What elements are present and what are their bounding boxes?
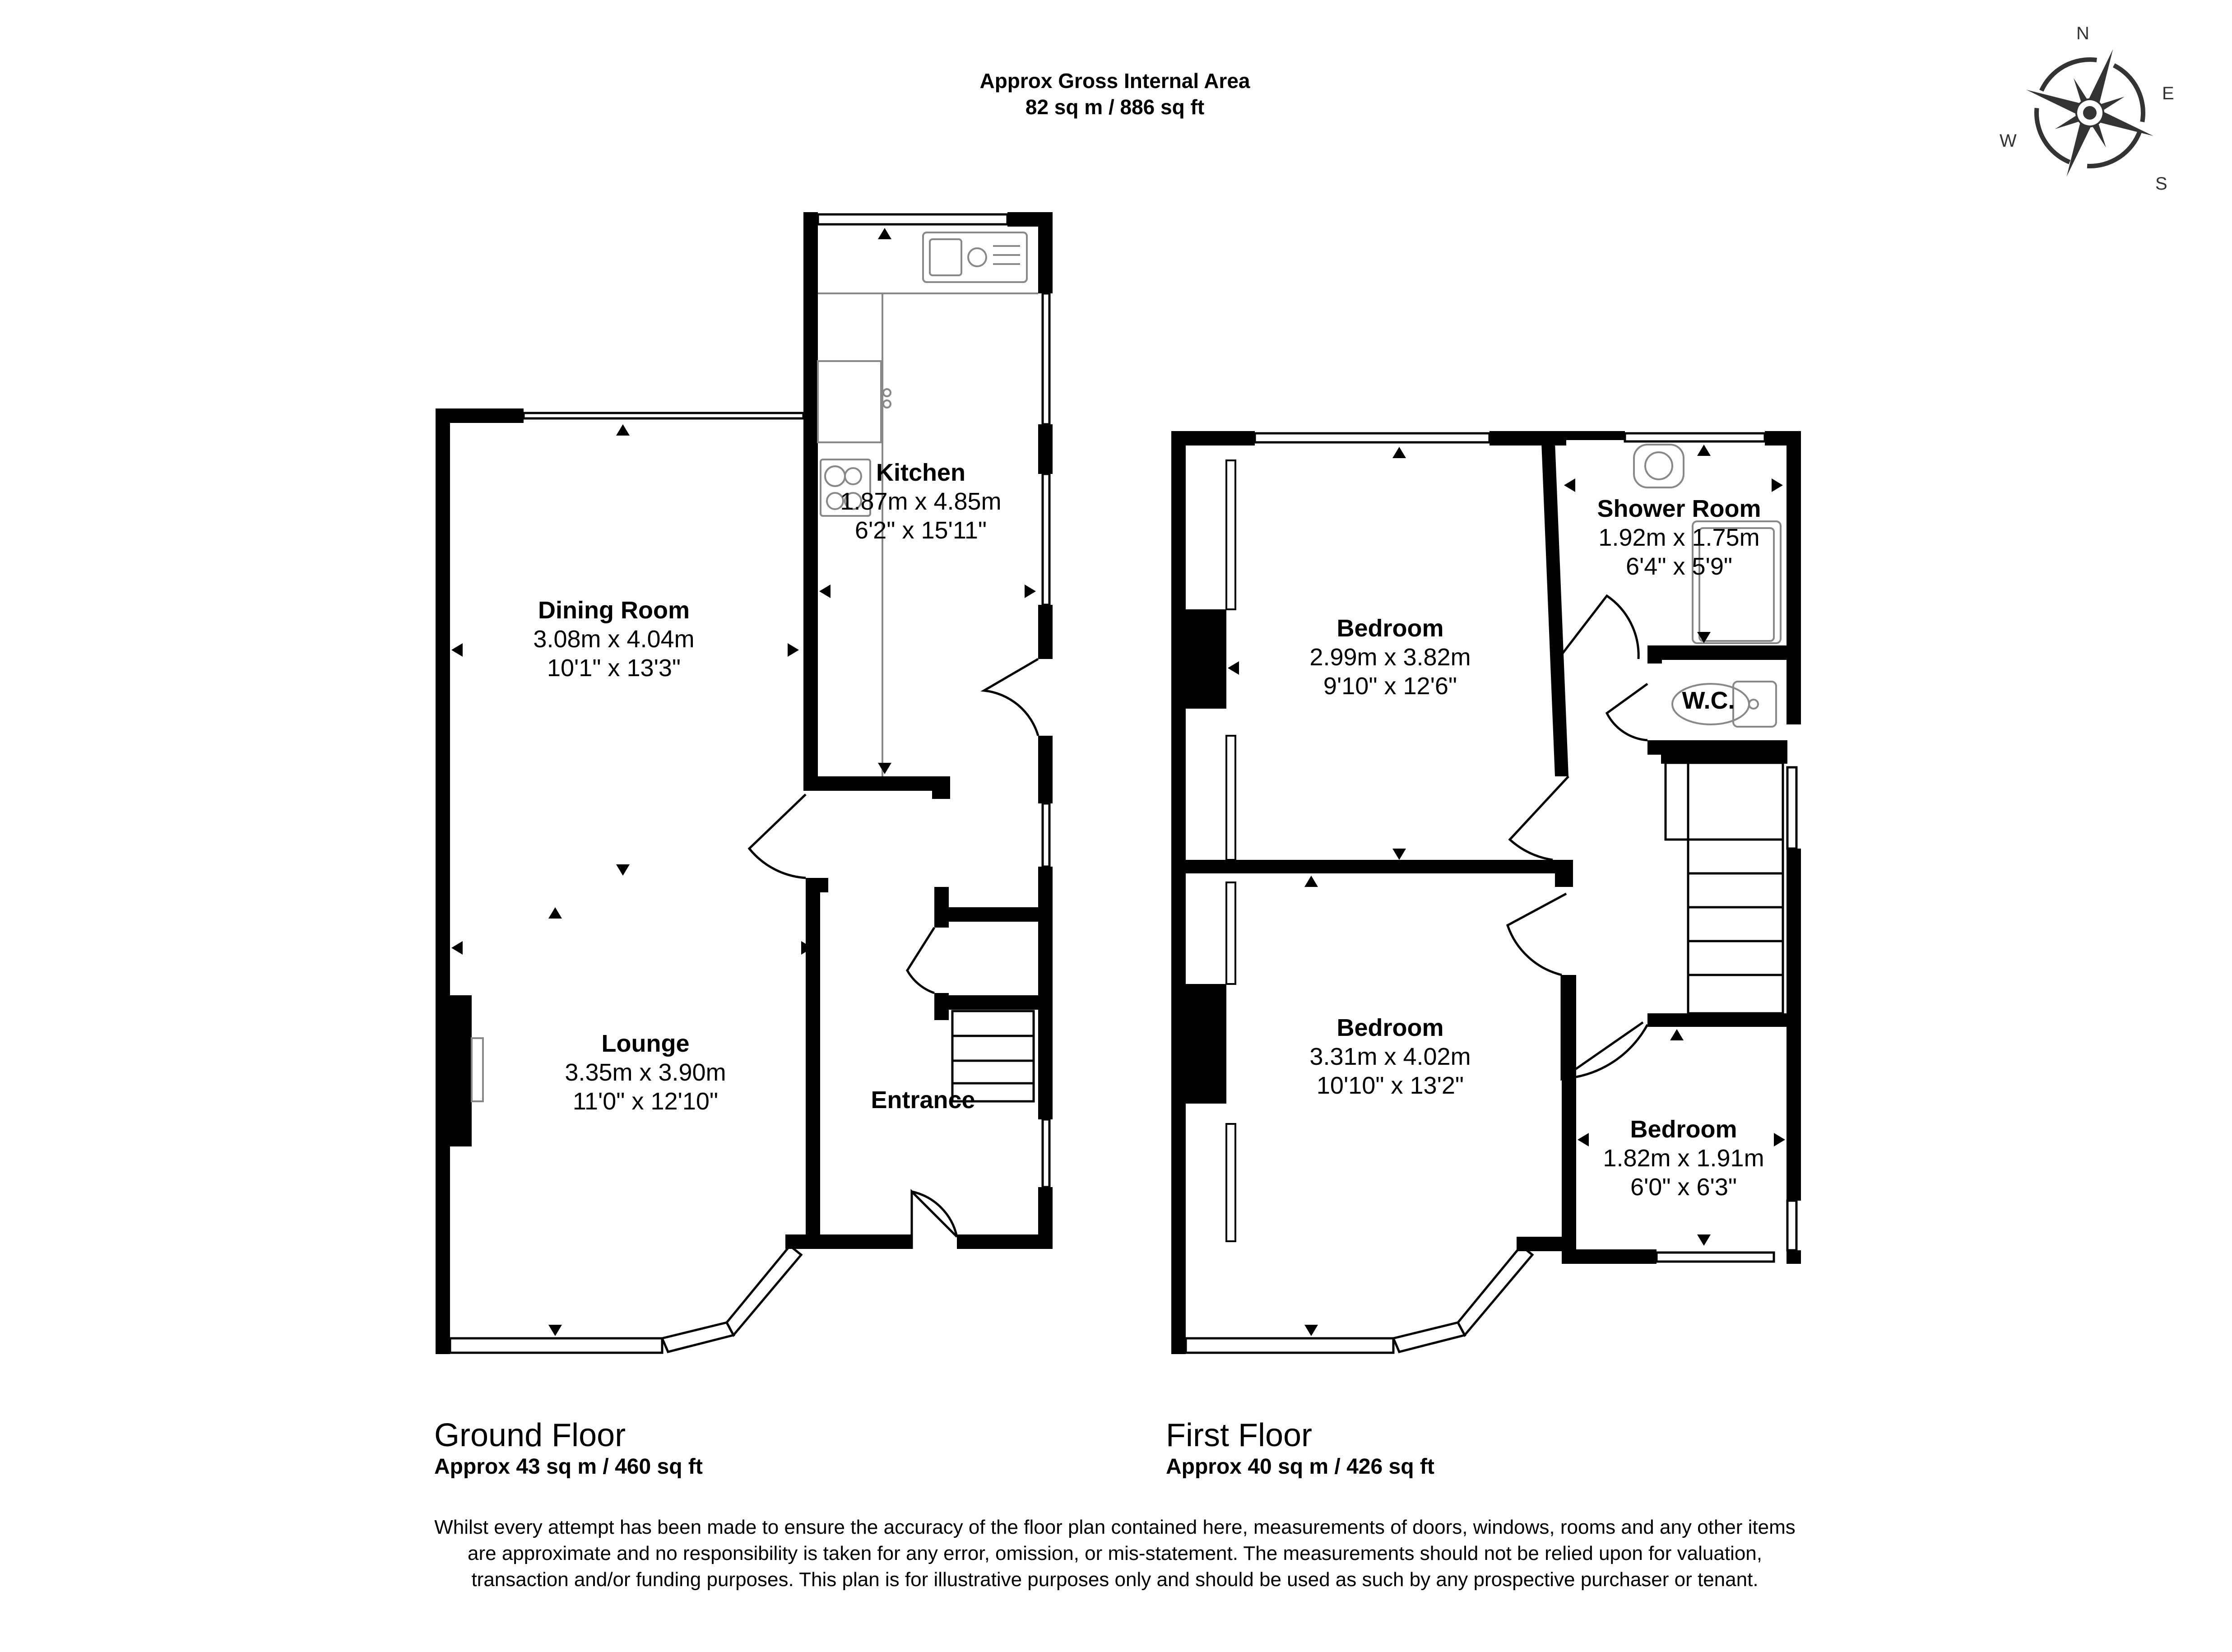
room-label-shower-room: Shower Room 1.92m x 1.75m 6'4" x 5'9" bbox=[1580, 494, 1778, 581]
room-metric-size: 3.31m x 4.02m bbox=[1309, 1043, 1471, 1070]
room-imperial-size: 9'10" x 12'6" bbox=[1323, 673, 1457, 700]
room-metric-size: 3.35m x 3.90m bbox=[565, 1059, 726, 1086]
compass-rose-graphic bbox=[2026, 49, 2153, 176]
room-name: Dining Room bbox=[538, 597, 690, 624]
room-name: W.C. bbox=[1682, 687, 1735, 714]
compass-rose-icon: N E S W bbox=[2000, 18, 2180, 199]
room-metric-size: 1.87m x 4.85m bbox=[840, 488, 1002, 515]
room-imperial-size: 11'0" x 12'10" bbox=[572, 1088, 719, 1115]
room-metric-size: 1.92m x 1.75m bbox=[1598, 524, 1760, 551]
room-name: Shower Room bbox=[1597, 495, 1761, 522]
room-label-bedroom-3: Bedroom 1.82m x 1.91m 6'0" x 6'3" bbox=[1589, 1115, 1778, 1202]
hob-icon bbox=[820, 459, 871, 517]
room-name: Bedroom bbox=[1336, 1014, 1444, 1041]
room-imperial-size: 10'10" x 13'2" bbox=[1316, 1072, 1464, 1099]
wardrobe-doors bbox=[1225, 459, 1236, 1242]
shower-tray-icon bbox=[1692, 520, 1782, 644]
ground-floor-doors bbox=[747, 658, 1039, 1249]
compass-west-label: W bbox=[2000, 131, 2017, 151]
room-label-bedroom-1: Bedroom 2.99m x 3.82m 9'10" x 12'6" bbox=[1282, 614, 1499, 701]
compass-east-label: E bbox=[2162, 84, 2174, 103]
room-name: Lounge bbox=[601, 1030, 690, 1057]
sink-icon bbox=[922, 232, 1028, 283]
room-label-bedroom-2: Bedroom 3.31m x 4.02m 10'10" x 13'2" bbox=[1277, 1013, 1503, 1100]
ground-floor-title: Ground Floor bbox=[434, 1417, 626, 1453]
room-label-entrance: Entrance bbox=[849, 1086, 998, 1114]
room-label-dining-room: Dining Room 3.08m x 4.04m 10'1" x 13'3" bbox=[497, 596, 731, 682]
first-floor-title: First Floor bbox=[1166, 1417, 1312, 1453]
first-floor-walls bbox=[1171, 431, 1801, 1354]
measurement-arrows bbox=[451, 228, 1785, 1336]
room-imperial-size: 6'0" x 6'3" bbox=[1630, 1174, 1737, 1201]
room-label-kitchen: Kitchen 1.87m x 4.85m 6'2" x 15'11" bbox=[826, 458, 1016, 545]
kitchen-fixtures bbox=[817, 232, 1038, 776]
room-metric-size: 1.82m x 1.91m bbox=[1603, 1145, 1764, 1172]
header-title: Approx Gross Internal Area bbox=[979, 69, 1250, 93]
first-floor-caption: First Floor Approx 40 sq m / 426 sq ft bbox=[1166, 1417, 1434, 1480]
first-floor-area: Approx 40 sq m / 426 sq ft bbox=[1166, 1455, 1434, 1479]
ground-floor-walls bbox=[436, 212, 1053, 1354]
bathroom-fixtures bbox=[1633, 444, 1782, 728]
toilet-icon bbox=[1732, 681, 1777, 728]
room-metric-size: 2.99m x 3.82m bbox=[1309, 644, 1471, 671]
room-label-wc: W.C. bbox=[1679, 686, 1738, 715]
room-name: Kitchen bbox=[876, 459, 966, 486]
compass-north-label: N bbox=[2076, 23, 2089, 43]
ground-floor-caption: Ground Floor Approx 43 sq m / 460 sq ft bbox=[434, 1417, 703, 1480]
ground-floor-area: Approx 43 sq m / 460 sq ft bbox=[434, 1455, 703, 1479]
room-name: Bedroom bbox=[1630, 1116, 1737, 1143]
room-imperial-size: 10'1" x 13'3" bbox=[547, 654, 681, 682]
room-name: Entrance bbox=[871, 1086, 975, 1114]
gross-internal-area-header: Approx Gross Internal Area 82 sq m / 886… bbox=[889, 68, 1341, 120]
room-label-lounge: Lounge 3.35m x 3.90m 11'0" x 12'10" bbox=[528, 1029, 763, 1116]
room-metric-size: 3.08m x 4.04m bbox=[533, 626, 695, 653]
first-floor-stairs bbox=[1664, 761, 1784, 1015]
header-total-area: 82 sq m / 886 sq ft bbox=[1025, 95, 1205, 119]
disclaimer-text: Whilst every attempt has been made to en… bbox=[434, 1516, 1796, 1591]
room-imperial-size: 6'2" x 15'11" bbox=[854, 517, 987, 544]
room-name: Bedroom bbox=[1336, 615, 1444, 642]
first-floor-doors bbox=[1506, 594, 1649, 1081]
compass-south-label: S bbox=[2155, 174, 2167, 194]
room-imperial-size: 6'4" x 5'9" bbox=[1625, 553, 1733, 580]
washbasin-icon bbox=[1633, 444, 1684, 488]
